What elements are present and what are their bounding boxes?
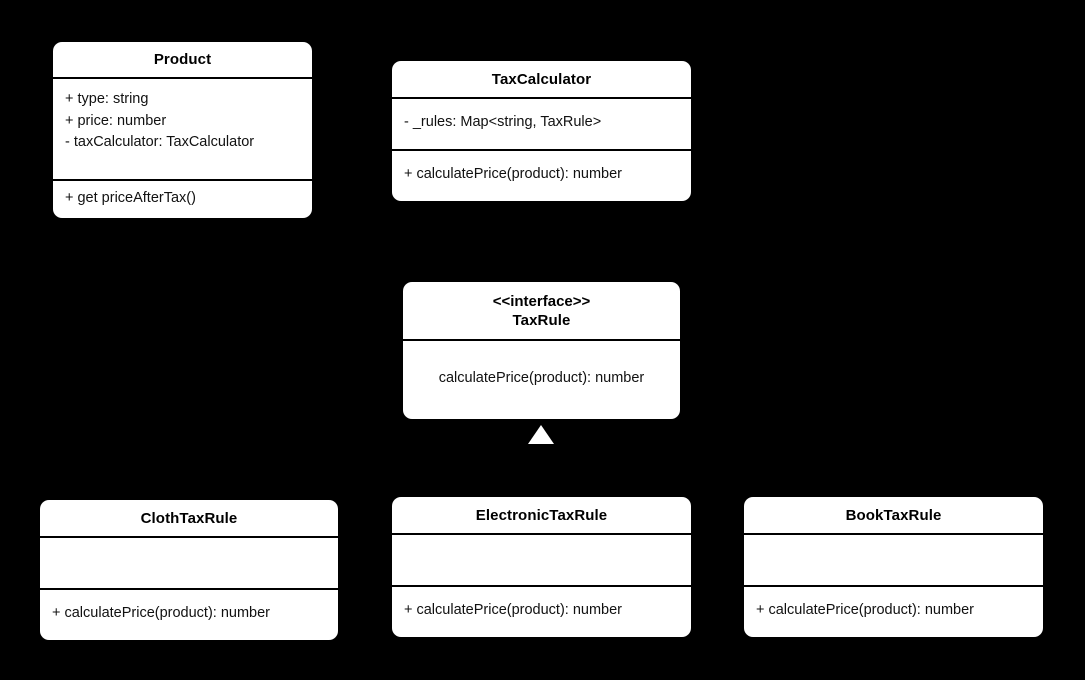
class-attributes-product: + type: string + price: number - taxCalc…	[53, 77, 312, 179]
method-item: + calculatePrice(product): number	[404, 602, 623, 618]
class-attributes-booktaxrule	[744, 533, 1043, 585]
class-methods-taxcalculator: + calculatePrice(product): number	[392, 149, 691, 201]
method-item: calculatePrice(product): number	[438, 370, 645, 386]
attribute-item: - _rules: Map<string, TaxRule>	[404, 114, 602, 130]
class-box-booktaxrule[interactable]: BookTaxRule + calculatePrice(product): n…	[744, 497, 1043, 637]
method-item: + calculatePrice(product): number	[404, 166, 623, 182]
class-header-product: Product	[53, 42, 312, 77]
method-item: + calculatePrice(product): number	[756, 602, 975, 618]
class-name-clothtaxrule: ClothTaxRule	[140, 509, 238, 527]
inheritance-triangle-icon	[528, 425, 554, 444]
class-name-taxrule: TaxRule	[512, 311, 571, 329]
class-attributes-clothtaxrule	[40, 536, 338, 588]
class-methods-clothtaxrule: + calculatePrice(product): number	[40, 588, 338, 640]
attribute-item: + type: string	[65, 91, 149, 107]
method-item: + get priceAfterTax()	[65, 190, 196, 206]
class-attributes-electronictaxrule	[392, 533, 691, 585]
attribute-item: - taxCalculator: TaxCalculator	[65, 134, 255, 150]
method-item: + calculatePrice(product): number	[52, 605, 271, 621]
class-methods-electronictaxrule: + calculatePrice(product): number	[392, 585, 691, 637]
class-methods-booktaxrule: + calculatePrice(product): number	[744, 585, 1043, 637]
class-box-electronictaxrule[interactable]: ElectronicTaxRule + calculatePrice(produ…	[392, 497, 691, 637]
class-name-electronictaxrule: ElectronicTaxRule	[475, 506, 608, 524]
class-attributes-taxcalculator: - _rules: Map<string, TaxRule>	[392, 97, 691, 149]
class-header-taxcalculator: TaxCalculator	[392, 61, 691, 97]
class-methods-taxrule: calculatePrice(product): number	[403, 339, 680, 419]
class-name-product: Product	[153, 51, 212, 68]
class-stereotype-taxrule: <<interface>>	[492, 292, 591, 310]
class-header-taxrule: <<interface>> TaxRule	[403, 282, 680, 339]
class-box-taxrule[interactable]: <<interface>> TaxRule calculatePrice(pro…	[403, 282, 680, 419]
class-header-clothtaxrule: ClothTaxRule	[40, 500, 338, 536]
class-header-booktaxrule: BookTaxRule	[744, 497, 1043, 533]
class-name-booktaxrule: BookTaxRule	[845, 506, 942, 524]
class-name-taxcalculator: TaxCalculator	[491, 70, 592, 88]
attribute-item: + price: number	[65, 112, 167, 129]
class-box-product[interactable]: Product + type: string + price: number -…	[53, 42, 312, 218]
class-header-electronictaxrule: ElectronicTaxRule	[392, 497, 691, 533]
class-box-clothtaxrule[interactable]: ClothTaxRule + calculatePrice(product): …	[40, 500, 338, 640]
class-box-taxcalculator[interactable]: TaxCalculator - _rules: Map<string, TaxR…	[392, 61, 691, 201]
class-methods-product: + get priceAfterTax()	[53, 179, 312, 218]
